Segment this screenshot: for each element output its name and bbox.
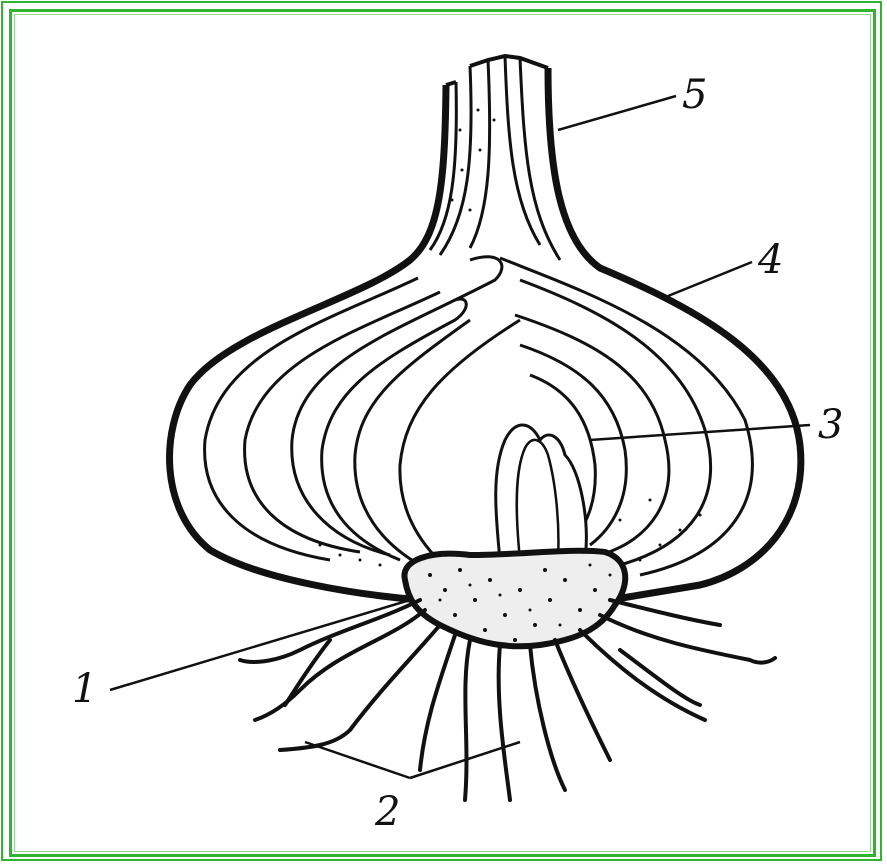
onion-neck-layer xyxy=(470,60,490,248)
onion-basal-plate xyxy=(404,551,625,647)
label-4: 4 xyxy=(757,237,783,283)
onion-neck-top xyxy=(446,56,548,85)
label-5: 5 xyxy=(682,72,707,118)
onion-outer-skin xyxy=(170,68,801,600)
onion-scale xyxy=(205,278,418,560)
leader-line-3 xyxy=(590,425,810,440)
leader-line-4 xyxy=(668,262,752,296)
onion-bud xyxy=(496,425,587,560)
label-3: 3 xyxy=(818,402,843,448)
leader-line-2a xyxy=(305,742,410,778)
label-1: 1 xyxy=(72,666,97,712)
label-2: 2 xyxy=(374,789,400,835)
onion-scale xyxy=(355,320,470,565)
leader-line-5 xyxy=(558,96,676,130)
